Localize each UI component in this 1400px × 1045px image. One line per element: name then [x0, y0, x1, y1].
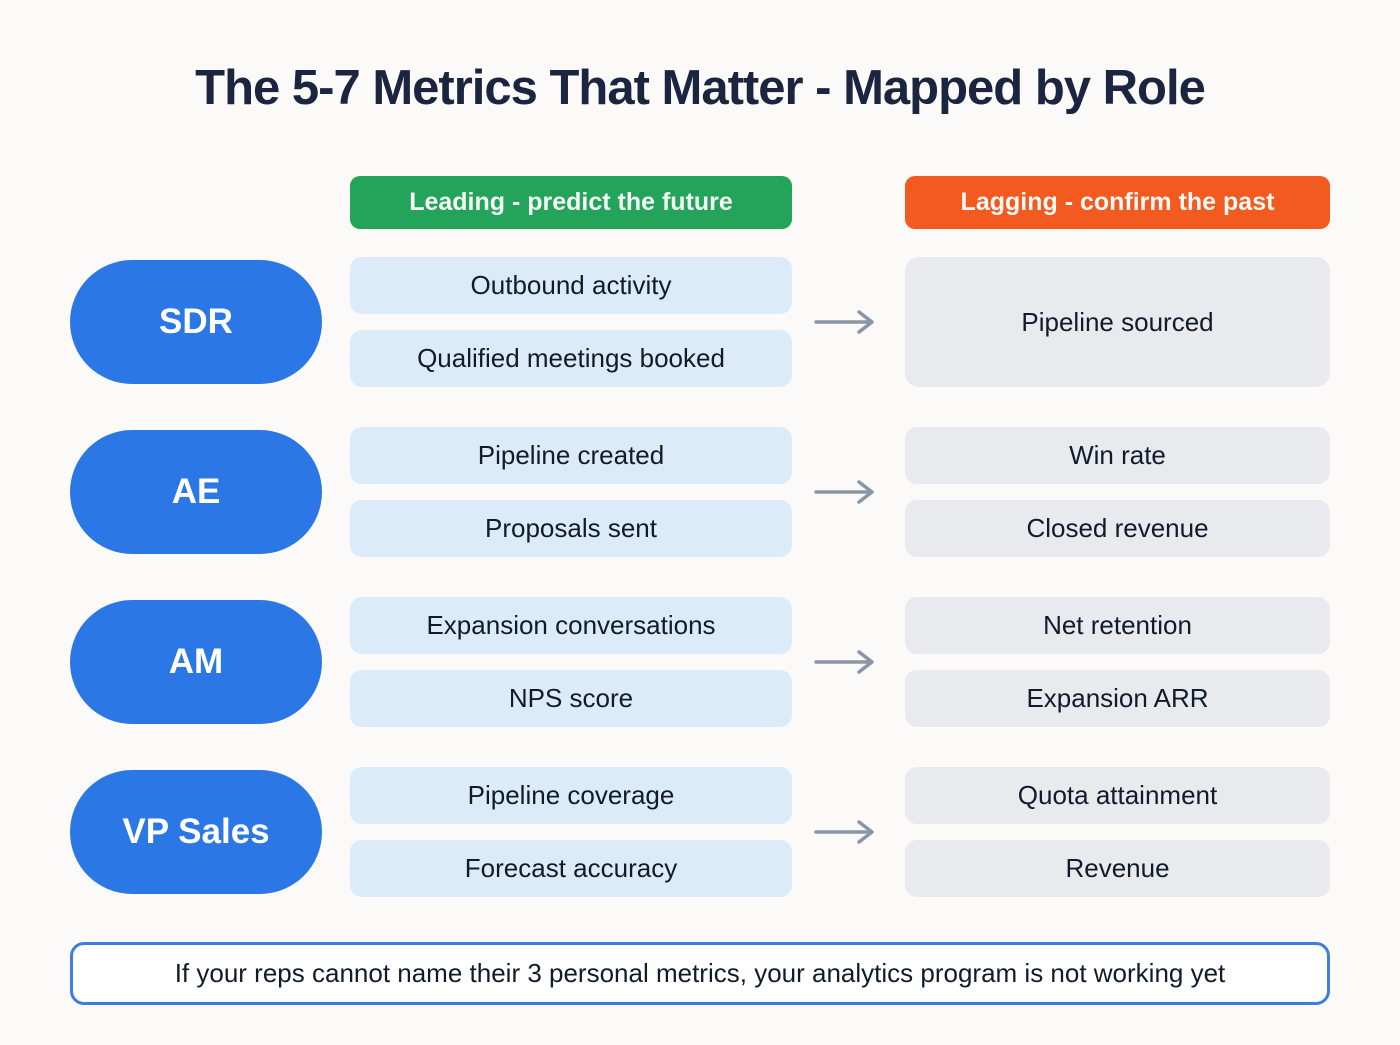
- lagging-metrics-vp-sales: Quota attainment Revenue: [905, 767, 1330, 897]
- lagging-metric: Expansion ARR: [905, 670, 1330, 727]
- lagging-metric: Pipeline sourced: [905, 257, 1330, 387]
- role-cell-am: AM: [70, 600, 322, 724]
- leading-metric: Pipeline created: [350, 427, 792, 484]
- role-column-spacer: [70, 176, 350, 229]
- lagging-metric: Closed revenue: [905, 500, 1330, 557]
- lagging-metrics-ae: Win rate Closed revenue: [905, 427, 1330, 557]
- lagging-metric: Net retention: [905, 597, 1330, 654]
- right-arrow-icon: [813, 820, 874, 844]
- right-arrow-icon: [813, 650, 874, 674]
- lagging-metric: Quota attainment: [905, 767, 1330, 824]
- role-cell-ae: AE: [70, 430, 322, 554]
- role-pill-vp-sales: VP Sales: [70, 770, 322, 894]
- column-headers: Leading - predict the future Lagging - c…: [70, 176, 1330, 229]
- leading-metrics-ae: Pipeline created Proposals sent: [350, 427, 792, 557]
- leading-metric: Qualified meetings booked: [350, 330, 792, 387]
- leading-metrics-vp-sales: Pipeline coverage Forecast accuracy: [350, 767, 792, 897]
- lagging-metrics-sdr: Pipeline sourced: [905, 257, 1330, 387]
- page-title: The 5-7 Metrics That Matter - Mapped by …: [195, 61, 1206, 115]
- row-am: AM Expansion conversations NPS score Net…: [70, 597, 1330, 727]
- role-cell-sdr: SDR: [70, 260, 322, 384]
- leading-column-header: Leading - predict the future: [350, 176, 792, 229]
- role-cell-vp-sales: VP Sales: [70, 770, 322, 894]
- arrow-cell: [792, 479, 905, 505]
- role-pill-ae: AE: [70, 430, 322, 554]
- role-pill-sdr: SDR: [70, 260, 322, 384]
- leading-metrics-am: Expansion conversations NPS score: [350, 597, 792, 727]
- lagging-metrics-am: Net retention Expansion ARR: [905, 597, 1330, 727]
- lagging-metric: Win rate: [905, 427, 1330, 484]
- row-vp-sales: VP Sales Pipeline coverage Forecast accu…: [70, 767, 1330, 897]
- bottom-note: If your reps cannot name their 3 persona…: [70, 942, 1330, 1005]
- leading-metric: Expansion conversations: [350, 597, 792, 654]
- arrow-cell: [792, 309, 905, 335]
- metrics-board: Leading - predict the future Lagging - c…: [0, 176, 1400, 897]
- right-arrow-icon: [813, 310, 874, 334]
- row-sdr: SDR Outbound activity Qualified meetings…: [70, 257, 1330, 387]
- leading-metric: Proposals sent: [350, 500, 792, 557]
- role-pill-am: AM: [70, 600, 322, 724]
- lagging-metric: Revenue: [905, 840, 1330, 897]
- arrow-column-spacer: [792, 176, 905, 229]
- leading-metrics-sdr: Outbound activity Qualified meetings boo…: [350, 257, 792, 387]
- leading-metric: Forecast accuracy: [350, 840, 792, 897]
- row-ae: AE Pipeline created Proposals sent Win r…: [70, 427, 1330, 557]
- leading-metric: NPS score: [350, 670, 792, 727]
- right-arrow-icon: [813, 480, 874, 504]
- arrow-cell: [792, 819, 905, 845]
- arrow-cell: [792, 649, 905, 675]
- leading-metric: Outbound activity: [350, 257, 792, 314]
- leading-metric: Pipeline coverage: [350, 767, 792, 824]
- lagging-column-header: Lagging - confirm the past: [905, 176, 1330, 229]
